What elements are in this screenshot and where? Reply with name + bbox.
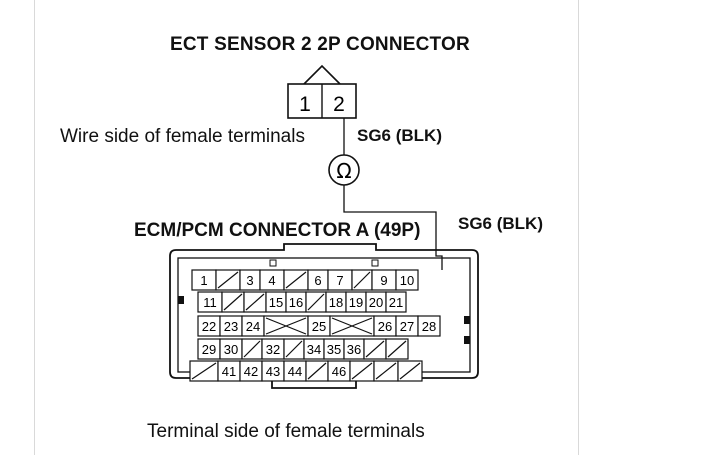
ecm-terminal-number: 43 xyxy=(266,364,280,379)
ecm-connector-title: ECM/PCM CONNECTOR A (49P) xyxy=(134,220,421,241)
ecm-terminal-number: 20 xyxy=(369,295,383,310)
ecm-terminal-number: 46 xyxy=(332,364,346,379)
ecm-empty-terminal-slash xyxy=(191,362,217,380)
ecm-terminal-number: 15 xyxy=(269,295,283,310)
ecm-terminal-number: 19 xyxy=(349,295,363,310)
ecm-terminal-number: 25 xyxy=(312,319,326,334)
ecm-terminal-cell xyxy=(417,315,441,337)
wire-meter-to-ecm-pin10 xyxy=(343,185,443,270)
sg6-wire-label-right: SG6 (BLK) xyxy=(458,214,543,233)
terminal-side-label: Terminal side of female terminals xyxy=(147,421,425,442)
ecm-terminal-number: 21 xyxy=(389,295,403,310)
ecm-terminal-number: 29 xyxy=(202,342,216,357)
ecm-terminal-cell xyxy=(385,291,407,313)
ecm-locking-tab-left xyxy=(178,296,184,304)
ecm-terminal-number: 4 xyxy=(268,273,275,288)
ect-connector: 1 2 xyxy=(287,64,357,119)
ecm-empty-terminal-slash xyxy=(387,340,407,358)
ecm-guide-right xyxy=(371,259,379,267)
ect-connector-latch xyxy=(303,64,341,85)
ecm-terminal-number: 28 xyxy=(422,319,436,334)
ecm-terminal-number: 1 xyxy=(200,273,207,288)
ecm-terminal-number: 30 xyxy=(224,342,238,357)
ecm-terminal-number: 27 xyxy=(400,319,414,334)
ecm-empty-terminal-slash xyxy=(243,340,261,358)
sg6-wire-label-top: SG6 (BLK) xyxy=(357,126,442,145)
ecm-empty-terminal-slash xyxy=(285,340,303,358)
ecm-terminal-number: 16 xyxy=(289,295,303,310)
ecm-blocked-terminal-cross xyxy=(265,317,307,335)
ecm-terminal-number: 7 xyxy=(336,273,343,288)
ecm-empty-terminal-slash xyxy=(307,293,325,311)
ecm-empty-terminal-slash xyxy=(353,271,371,289)
ecm-terminal-number: 32 xyxy=(266,342,280,357)
ecm-locking-tab-right-2 xyxy=(464,336,470,344)
page-border-right xyxy=(578,0,579,455)
ecm-terminal-number: 18 xyxy=(329,295,343,310)
ecm-terminal-number: 34 xyxy=(307,342,321,357)
ect-connector-title: ECT SENSOR 2 2P CONNECTOR xyxy=(170,34,470,55)
ecm-blocked-terminal-cross xyxy=(331,317,373,335)
ecm-terminal-number: 3 xyxy=(246,273,253,288)
ecm-terminal-number: 44 xyxy=(288,364,302,379)
ecm-terminal-number: 42 xyxy=(244,364,258,379)
ecm-terminal-number: 26 xyxy=(378,319,392,334)
ecm-terminal-number: 23 xyxy=(224,319,238,334)
ecm-empty-terminal-slash xyxy=(365,340,385,358)
wire-side-label: Wire side of female terminals xyxy=(60,126,305,147)
ecm-terminal-number: 41 xyxy=(222,364,236,379)
ecm-terminal-number: 35 xyxy=(327,342,341,357)
ecm-guide-left xyxy=(269,259,277,267)
ohm-icon: Ω xyxy=(336,159,351,183)
ecm-terminal-number: 22 xyxy=(202,319,216,334)
ecm-empty-terminal-slash xyxy=(307,362,327,380)
ecm-locking-tab-right xyxy=(464,316,470,324)
ecm-terminal-number: 9 xyxy=(380,273,387,288)
ecm-terminal-number: 10 xyxy=(400,273,414,288)
ecm-empty-terminal-slash xyxy=(285,271,307,289)
page-border-left xyxy=(34,0,35,455)
ecm-empty-terminal-slash xyxy=(223,293,243,311)
ecm-terminal-number: 6 xyxy=(314,273,321,288)
ecm-empty-terminal-slash xyxy=(351,362,373,380)
ecm-terminal-number: 24 xyxy=(246,319,260,334)
ecm-terminal-cell xyxy=(395,269,419,291)
ecm-terminal-number: 11 xyxy=(203,295,217,310)
ecm-connector-housing xyxy=(169,243,479,389)
ect-pin-2: 2 xyxy=(333,93,345,116)
ecm-empty-terminal-slash xyxy=(245,293,265,311)
ect-pin-1: 1 xyxy=(299,93,311,116)
ecm-empty-terminal-slash xyxy=(399,362,421,380)
ecm-empty-terminal-slash xyxy=(375,362,397,380)
ohmmeter: Ω xyxy=(328,154,360,186)
ecm-empty-terminal-slash xyxy=(217,271,239,289)
ecm-terminal-number: 36 xyxy=(347,342,361,357)
